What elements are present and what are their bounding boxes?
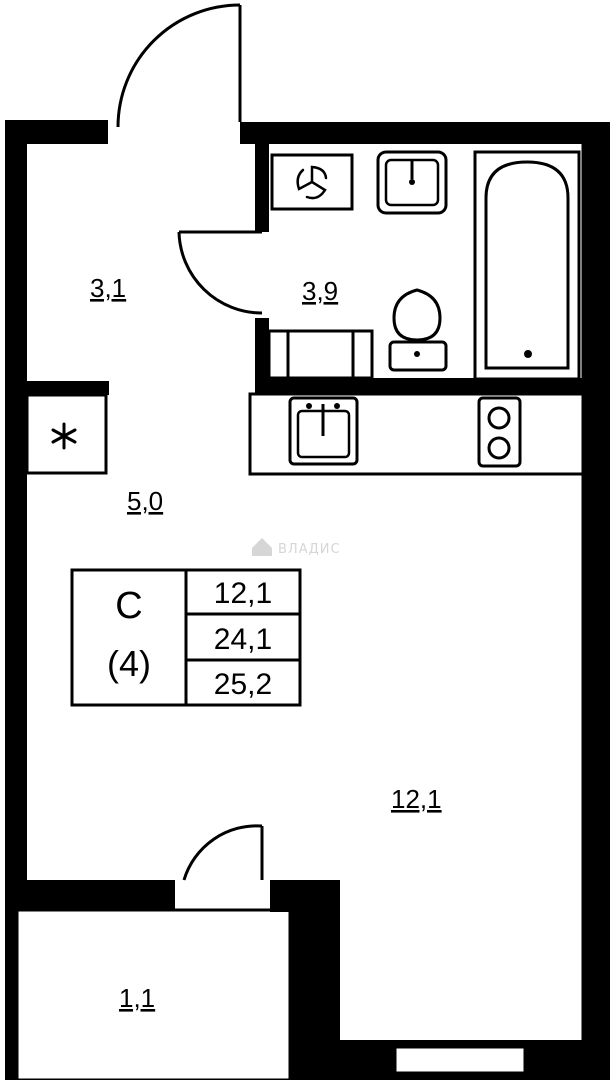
entrance-door-swing	[116, 3, 241, 128]
kitchen-sink	[288, 396, 359, 466]
balcony-area-label: 1,1	[119, 983, 155, 1013]
sink-outer	[376, 150, 448, 215]
washing-machine-box	[270, 153, 354, 211]
hall-area-label: 3,1	[90, 273, 126, 303]
summary-table: С (4) 12,1 24,1 25,2	[70, 568, 302, 707]
faucet-knob-right	[334, 403, 340, 409]
total-area-value: 24,1	[214, 623, 272, 656]
kitchen-sink-outer	[288, 396, 359, 466]
toilet-tank	[388, 340, 448, 372]
faucet-knob-left	[306, 403, 312, 409]
balcony-area-box	[15, 908, 292, 1080]
sink-drain	[409, 179, 415, 185]
bathtub-frame	[473, 150, 581, 381]
watermark-text: ВЛАДИС	[278, 542, 341, 557]
toilet	[388, 288, 448, 372]
burner-bottom	[487, 436, 511, 460]
cabinet-outer	[267, 329, 374, 380]
balcony-door-swing	[182, 824, 263, 881]
bathroom-cabinet	[267, 329, 374, 380]
thin-lines	[15, 144, 585, 1080]
ventilation-shaft	[25, 393, 108, 475]
bathtub-drain	[524, 350, 532, 358]
washing-machine	[270, 153, 354, 211]
wall-bath-bottom	[255, 378, 610, 394]
wall-bath-left-lower	[255, 318, 269, 390]
apartment-type-letter: С	[115, 585, 142, 627]
living-area-label: 12,1	[391, 784, 442, 814]
wall-balcony-divider	[5, 880, 175, 910]
wall-right	[583, 122, 610, 1080]
bathroom-sink	[376, 150, 448, 215]
bathroom-area-label: 3,9	[302, 276, 338, 306]
total-with-balcony-value: 25,2	[214, 668, 272, 701]
bathtub	[473, 150, 581, 381]
kitchen-area-label: 5,0	[127, 486, 163, 516]
asterisk-icon	[51, 422, 77, 450]
bathroom-door-swing	[177, 231, 263, 315]
apartment-number: (4)	[107, 643, 151, 684]
window-bottom	[393, 1045, 527, 1075]
swirl-icon	[296, 165, 328, 200]
walls	[5, 120, 610, 1080]
kitchen-counter	[248, 392, 585, 476]
cooktop-frame	[477, 396, 522, 468]
watermark: ВЛАДИС	[252, 538, 341, 557]
toilet-button	[414, 351, 420, 357]
wall-hall-kitchen	[27, 381, 109, 395]
wall-top-right	[240, 122, 610, 144]
wall-bath-left-upper	[255, 144, 269, 232]
wall-left-lower	[5, 910, 17, 1080]
bathtub-icon	[484, 160, 570, 370]
cooktop-icon	[477, 396, 522, 468]
watermark-house-icon	[252, 538, 272, 556]
burner-top	[487, 406, 511, 430]
living-total-value: 12,1	[214, 577, 272, 610]
wall-left	[5, 120, 27, 910]
toilet-icon	[392, 288, 442, 342]
wall-living-bottom-pillar	[290, 900, 340, 1080]
doors	[116, 3, 264, 881]
sink-inner	[384, 158, 440, 207]
